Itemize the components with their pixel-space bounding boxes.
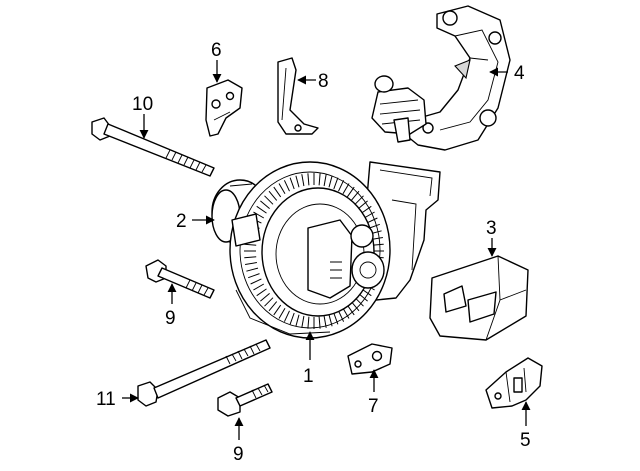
alternator-fin (338, 180, 345, 192)
part-5-bracket (485, 357, 543, 409)
alternator-fin (333, 177, 339, 190)
part-7-bracket (347, 343, 393, 375)
alternator-fin (245, 262, 257, 265)
part-9-bolt-lower (217, 383, 273, 417)
part-4-mounting-bracket (371, 5, 511, 151)
alternator-fin (278, 307, 286, 319)
alternator-fin (358, 200, 368, 209)
alternator-fin (289, 177, 295, 190)
alternator-fin (264, 297, 274, 307)
alternator-fin (354, 195, 364, 205)
alternator-fin (256, 288, 267, 297)
callout-2: 2 (176, 211, 187, 232)
alternator-fin (246, 267, 259, 272)
alternator-fin (350, 190, 360, 201)
callout-3: 3 (486, 218, 497, 239)
alternator-fin (250, 278, 262, 285)
alternator-fin (253, 283, 265, 291)
alternator-fin (273, 186, 282, 198)
alternator-fin (342, 307, 350, 319)
alternator-fin (301, 174, 305, 187)
part-3-cover (429, 255, 529, 341)
callout-9-upper: 9 (165, 308, 176, 329)
alternator-fin (283, 310, 290, 322)
alternator-fin (268, 190, 278, 201)
callout-11: 11 (96, 389, 116, 410)
callout-9-lower: 9 (233, 444, 244, 465)
alternator-fin (318, 316, 321, 329)
alternator-fin (323, 315, 327, 328)
callout-10: 10 (132, 94, 153, 115)
alternator-fin (248, 273, 260, 279)
part-6-bracket (205, 79, 243, 137)
alternator-fin (256, 205, 267, 214)
alternator-fin (346, 186, 355, 198)
callout-4: 4 (514, 63, 525, 84)
alternator-fin (363, 211, 375, 219)
alternator-fin (333, 312, 339, 325)
alternator-fin (244, 256, 257, 259)
alternator-fin (273, 304, 282, 316)
alternator-fin (318, 173, 321, 186)
alternator-fin (295, 175, 300, 188)
alternator-fin (338, 310, 345, 322)
callout-labels: 1 2 3 4 5 6 7 8 9 9 10 11 (96, 40, 531, 465)
alternator-fin (307, 316, 310, 329)
alternator-fin (268, 301, 278, 312)
alternator-fin (295, 314, 300, 327)
alternator-fin (328, 314, 333, 327)
alternator-fin (278, 183, 286, 195)
alternator-fin (244, 243, 257, 246)
callout-5: 5 (520, 430, 531, 451)
alternator-fin (289, 312, 295, 325)
alternator-fin (342, 183, 350, 195)
part-10-long-bolt (91, 117, 215, 177)
alternator-fin (260, 200, 270, 209)
alternator-fin (253, 211, 265, 219)
leader-lines (122, 60, 531, 440)
alternator-fin (307, 173, 310, 186)
part-9-bolt-upper (145, 259, 215, 299)
alternator-fin (328, 175, 333, 188)
part-1-alternator (229, 161, 441, 339)
alternator-fin (361, 205, 372, 214)
alternator-fin (264, 195, 274, 205)
alternator-fin (323, 174, 327, 187)
callout-8: 8 (318, 71, 329, 92)
alternator-fin (283, 180, 290, 192)
alternator-fin (301, 315, 305, 328)
alternator-fin (260, 293, 270, 302)
callout-7: 7 (368, 396, 379, 417)
part-8-bracket (277, 57, 319, 135)
callout-6: 6 (211, 40, 222, 61)
callout-1: 1 (303, 366, 314, 387)
